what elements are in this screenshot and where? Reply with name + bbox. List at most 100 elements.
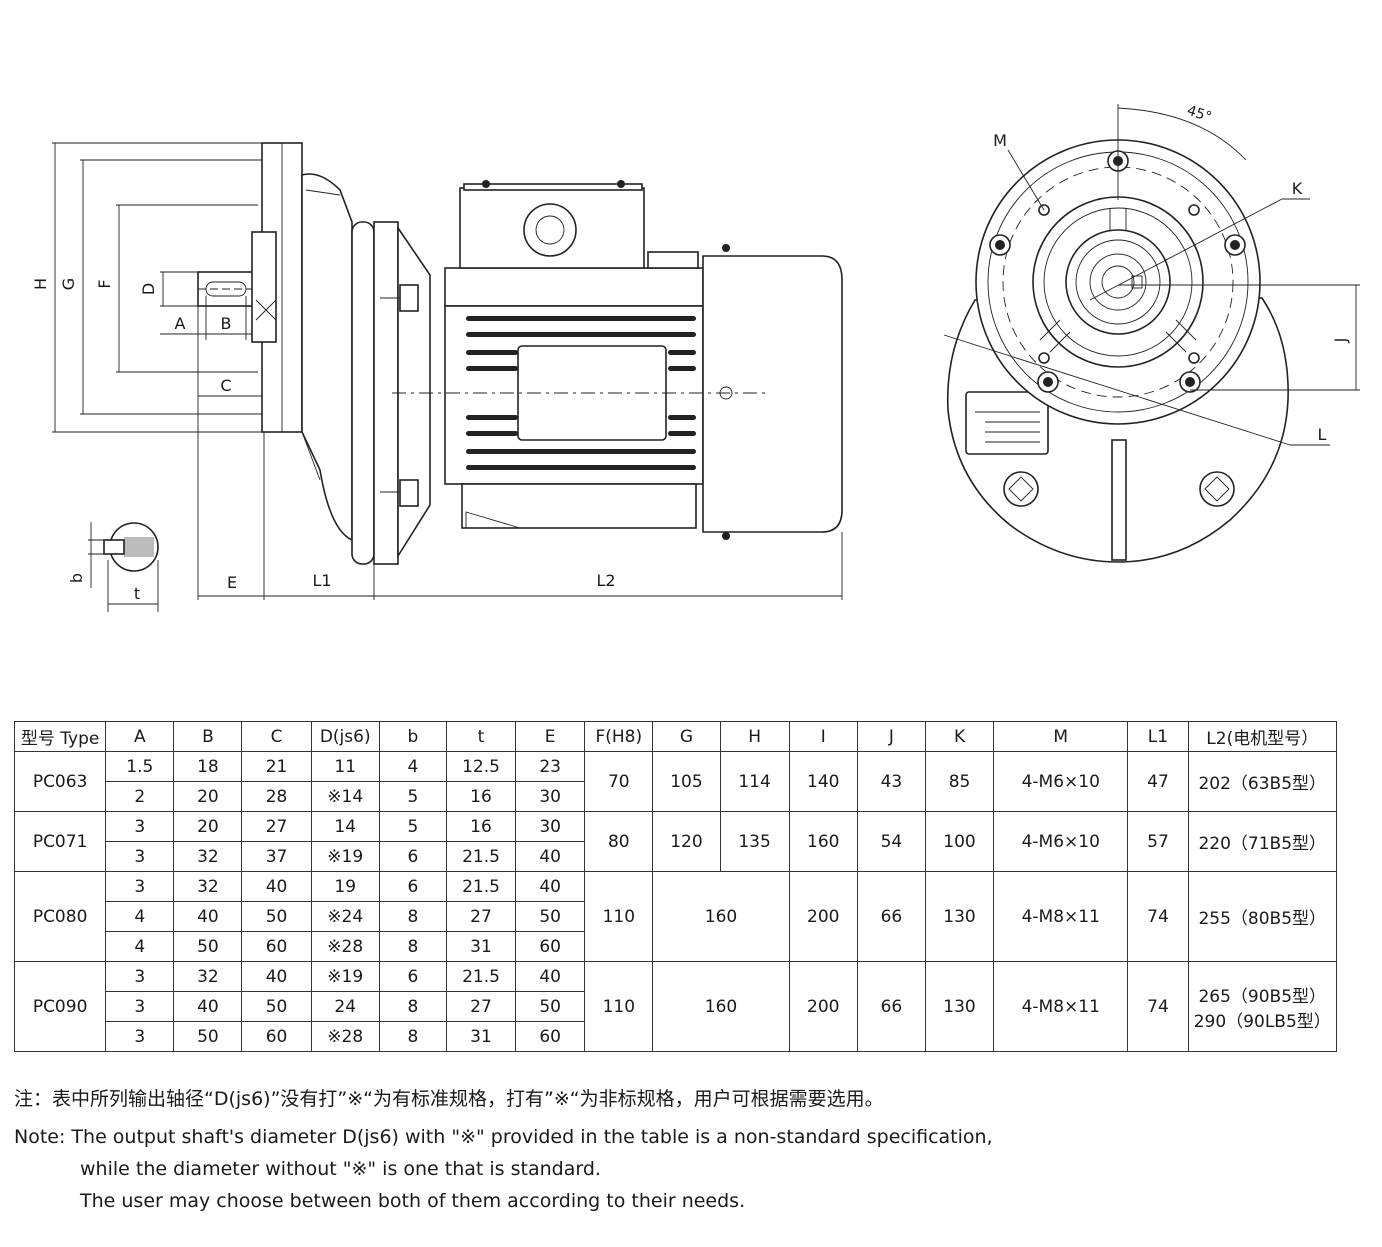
- column-header: J: [856, 721, 926, 752]
- table-cell: 14: [310, 811, 380, 842]
- column-header: A: [105, 721, 175, 752]
- column-header: L2(电机型号）: [1187, 721, 1338, 752]
- column-header: G: [652, 721, 721, 752]
- table-cell: 40: [241, 961, 312, 992]
- table-cell: 21: [241, 751, 312, 782]
- G-cell: 105: [652, 751, 721, 812]
- table-cell: 8: [378, 1021, 447, 1052]
- table-cell: 24: [310, 991, 380, 1022]
- dim-B-label: B: [221, 314, 232, 333]
- column-header: M: [993, 721, 1129, 752]
- table-cell: 30: [515, 781, 586, 812]
- table-cell: 40: [515, 961, 586, 992]
- column-header: 型号 Type: [13, 721, 107, 752]
- H-cell: 135: [719, 811, 790, 872]
- model-type-cell: PC080: [13, 871, 107, 962]
- M-cell: 4-M6×10: [993, 751, 1129, 812]
- table-cell: 50: [173, 1021, 243, 1052]
- L1-cell: 74: [1127, 871, 1189, 962]
- table-cell: 60: [515, 931, 586, 962]
- table-cell: 21.5: [445, 841, 517, 872]
- table-cell: 27: [445, 901, 517, 932]
- I-cell: 140: [788, 751, 858, 812]
- column-header: I: [788, 721, 858, 752]
- L2-cell: 255（80B5型）: [1187, 871, 1338, 962]
- H-cell: 114: [719, 751, 790, 812]
- dim-E-label: E: [227, 573, 237, 592]
- model-type-cell: PC071: [13, 811, 107, 872]
- table-cell: 28: [241, 781, 312, 812]
- L1-cell: 57: [1127, 811, 1189, 872]
- table-cell: 20: [173, 781, 243, 812]
- table-cell: 5: [378, 781, 447, 812]
- column-header: H: [719, 721, 790, 752]
- J-cell: 43: [856, 751, 926, 812]
- column-header: E: [515, 721, 586, 752]
- table-cell: ※19: [310, 841, 380, 872]
- table-cell: 60: [241, 931, 312, 962]
- table-cell: 40: [515, 841, 586, 872]
- F-cell: 110: [584, 871, 654, 962]
- side-view: H G F D A B C E L1 L2 b t: [31, 142, 843, 612]
- column-header: K: [924, 721, 995, 752]
- model-type-cell: PC090: [13, 961, 107, 1052]
- K-cell: 85: [924, 751, 995, 812]
- dim-L1-label: L1: [312, 571, 331, 590]
- table-cell: 3: [105, 841, 175, 872]
- L2-value: 255（80B5型）: [1198, 909, 1327, 929]
- note-en-2: while the diameter without "※" is one th…: [80, 1158, 601, 1180]
- table-cell: 27: [241, 811, 312, 842]
- dim-L2-label: L2: [596, 571, 615, 590]
- dim-D-label: D: [139, 283, 158, 295]
- L2-value: 220（71B5型）: [1198, 834, 1327, 854]
- J-cell: 66: [856, 871, 926, 962]
- dim-A-label: A: [175, 314, 186, 333]
- dim-L-label: L: [1318, 425, 1327, 444]
- column-header: L1: [1127, 721, 1189, 752]
- table-cell: 40: [173, 901, 243, 932]
- table-cell: 3: [105, 1021, 175, 1052]
- table-cell: 21.5: [445, 871, 517, 902]
- technical-drawing: H G F D A B C E L1 L2 b t: [31, 103, 1360, 612]
- table-cell: 21.5: [445, 961, 517, 992]
- model-type-cell: PC063: [13, 751, 107, 812]
- dim-H-label: H: [31, 278, 50, 290]
- L2-value: 290（90LB5型）: [1193, 1011, 1331, 1032]
- table-cell: ※28: [310, 931, 380, 962]
- dim-t-label: t: [134, 584, 140, 603]
- table-cell: 11: [310, 751, 380, 782]
- table-cell: 30: [515, 811, 586, 842]
- dim-J-label: J: [1331, 338, 1350, 344]
- table-cell: 1.5: [105, 751, 175, 782]
- table-cell: 40: [515, 871, 586, 902]
- table-cell: 3: [105, 991, 175, 1022]
- table-cell: 40: [173, 991, 243, 1022]
- dim-K-label: K: [1292, 179, 1303, 198]
- table-cell: 4: [105, 901, 175, 932]
- GH-cell: 160: [652, 871, 790, 962]
- table-cell: 12.5: [445, 751, 517, 782]
- table-cell: 6: [378, 841, 447, 872]
- column-header: C: [241, 721, 312, 752]
- K-cell: 100: [924, 811, 995, 872]
- L1-cell: 47: [1127, 751, 1189, 812]
- front-view: M K J L 45°: [943, 103, 1360, 563]
- L2-cell: 265（90B5型）290（90LB5型）: [1187, 961, 1338, 1052]
- table-cell: ※14: [310, 781, 380, 812]
- table-cell: 50: [173, 931, 243, 962]
- table-cell: 31: [445, 931, 517, 962]
- table-cell: 60: [241, 1021, 312, 1052]
- table-cell: 23: [515, 751, 586, 782]
- table-cell: 32: [173, 961, 243, 992]
- note-en-3: The user may choose between both of them…: [80, 1190, 746, 1212]
- J-cell: 66: [856, 961, 926, 1052]
- table-cell: 50: [515, 901, 586, 932]
- J-cell: 54: [856, 811, 926, 872]
- I-cell: 200: [788, 871, 858, 962]
- M-cell: 4-M8×11: [993, 961, 1129, 1052]
